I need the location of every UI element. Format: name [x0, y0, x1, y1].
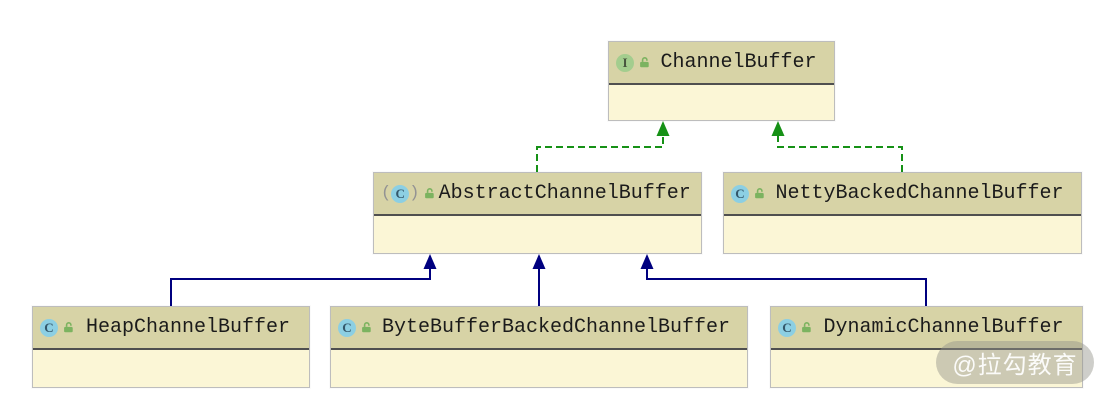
unlocked-padlock-icon [423, 187, 436, 200]
class-node-NettyBackedChannelBuffer[interactable]: ( C ) NettyBackedChannelBuffer [723, 172, 1082, 254]
unlocked-padlock-icon [753, 187, 766, 200]
class-name-label: ChannelBuffer [660, 51, 817, 74]
implements-edge-NettyBackedChannelBuffer [777, 136, 903, 172]
class-node-header: ( I ) ChannelBuffer [609, 42, 834, 85]
class-icon: ( C ) [338, 318, 356, 337]
class-name-label: ByteBufferBackedChannelBuffer [381, 316, 731, 339]
class-node-header: ( C ) NettyBackedChannelBuffer [724, 173, 1081, 216]
extends-edge-DynamicChannelBuffer [646, 269, 927, 306]
class-node-ByteBufferBackedChannelBuffer[interactable]: ( C ) ByteBufferBackedChannelBuffer [330, 306, 748, 388]
kind-letter: C [395, 186, 405, 201]
class-node-body [33, 350, 309, 387]
class-node-header: ( C ) ByteBufferBackedChannelBuffer [331, 307, 747, 350]
extends-arrowhead-DynamicChannelBuffer [640, 254, 654, 269]
extends-arrowhead-ByteBufferBackedChannelBuffer [532, 254, 546, 269]
class-icon: ( C ) [731, 184, 749, 203]
class-node-AbstractChannelBuffer[interactable]: ( C ) AbstractChannelBuffer [373, 172, 702, 254]
abstract-paren-left: ( [381, 184, 392, 203]
interface-icon: ( I ) [616, 53, 634, 72]
class-node-body [331, 350, 747, 387]
class-node-body [374, 216, 701, 253]
unlocked-padlock-icon [360, 321, 373, 334]
class-node-header: ( C ) HeapChannelBuffer [33, 307, 309, 350]
class-name-label: DynamicChannelBuffer [823, 316, 1064, 339]
unlocked-padlock-icon [62, 321, 75, 334]
implements-arrowhead-NettyBackedChannelBuffer [771, 121, 785, 136]
kind-letter: I [622, 55, 628, 70]
class-node-HeapChannelBuffer[interactable]: ( C ) HeapChannelBuffer [32, 306, 310, 388]
class-name-label: AbstractChannelBuffer [438, 182, 691, 205]
class-name-label: NettyBackedChannelBuffer [775, 182, 1064, 205]
kind-letter: C [342, 320, 352, 335]
class-icon: ( C ) [778, 318, 796, 337]
class-node-header: ( C ) AbstractChannelBuffer [374, 173, 701, 216]
class-node-header: ( C ) DynamicChannelBuffer [771, 307, 1082, 350]
extends-edge-HeapChannelBuffer [170, 269, 431, 306]
unlocked-padlock-icon [800, 321, 813, 334]
class-node-DynamicChannelBuffer[interactable]: ( C ) DynamicChannelBuffer [770, 306, 1083, 388]
class-icon: ( C ) [40, 318, 58, 337]
abstract-paren-right: ) [409, 184, 420, 203]
extends-arrowhead-HeapChannelBuffer [423, 254, 437, 269]
abstract-class-icon: ( C ) [381, 184, 420, 203]
implements-arrowhead-AbstractChannelBuffer [656, 121, 670, 136]
class-node-ChannelBuffer[interactable]: ( I ) ChannelBuffer [608, 41, 835, 121]
class-node-body [609, 85, 834, 120]
implements-edge-AbstractChannelBuffer [536, 136, 664, 172]
watermark-text: @拉勾教育 [952, 352, 1078, 379]
watermark-badge: @拉勾教育 [936, 341, 1094, 384]
class-node-body [724, 216, 1081, 253]
kind-letter: C [44, 320, 54, 335]
unlocked-padlock-icon [638, 56, 651, 69]
kind-letter: C [782, 320, 792, 335]
kind-letter: C [735, 186, 745, 201]
class-name-label: HeapChannelBuffer [85, 316, 291, 339]
